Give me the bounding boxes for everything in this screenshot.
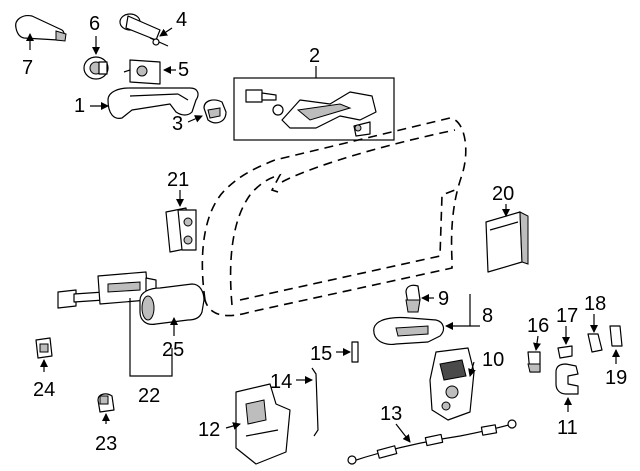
callout-18: 18 xyxy=(584,293,606,315)
part-11-striker xyxy=(555,363,579,395)
callout-labels: 7 6 4 5 1 3 2 21 20 9 8 10 15 14 12 13 1… xyxy=(22,9,627,455)
callout-1: 1 xyxy=(74,95,85,117)
callout-17: 17 xyxy=(556,305,578,327)
part-12-housing xyxy=(235,383,291,465)
part-13-cable xyxy=(347,419,517,465)
part-6-lock-cylinder-knob xyxy=(83,56,109,80)
callout-22: 22 xyxy=(138,385,160,407)
callout-13: 13 xyxy=(380,403,402,425)
part-3-end-cap xyxy=(203,99,227,124)
callout-23: 23 xyxy=(95,433,117,455)
part-7-key-fob xyxy=(15,15,67,42)
callout-21: 21 xyxy=(167,169,189,191)
callout-25: 25 xyxy=(162,339,184,361)
part-25-check-cover xyxy=(139,283,205,325)
part-14-rod xyxy=(311,367,319,437)
leader-lines xyxy=(26,27,620,443)
part-16-bracket xyxy=(527,351,541,373)
callout-12: 12 xyxy=(198,419,220,441)
part-5-bracket xyxy=(123,59,161,85)
callout-16: 16 xyxy=(527,315,549,337)
callout-5: 5 xyxy=(178,59,189,81)
part-23-bump-stop xyxy=(97,393,115,413)
callout-24: 24 xyxy=(33,379,55,401)
part-1-outside-handle xyxy=(107,87,199,119)
callout-19: 19 xyxy=(605,367,627,389)
part-4-lock-cylinder xyxy=(119,13,169,47)
callout-4: 4 xyxy=(176,9,187,31)
part-9-switch xyxy=(405,284,421,313)
part-22-door-check xyxy=(57,271,157,309)
callout-10: 10 xyxy=(482,349,504,371)
callout-20: 20 xyxy=(492,183,514,205)
part-10-door-lock xyxy=(429,347,475,421)
callout-6: 6 xyxy=(89,13,100,35)
callout-7: 7 xyxy=(22,57,33,79)
part-24-bracket xyxy=(35,337,53,359)
callout-14: 14 xyxy=(270,371,292,393)
part-17-clip xyxy=(557,345,573,359)
callout-9: 9 xyxy=(438,288,449,310)
part-15-clip xyxy=(351,341,359,363)
callout-15: 15 xyxy=(310,343,332,365)
part-20-control-module xyxy=(485,211,529,273)
callout-11: 11 xyxy=(557,417,578,439)
part-21-hinge xyxy=(165,207,197,253)
part-2-handle-carrier-box xyxy=(233,77,395,141)
part-19-plate xyxy=(609,325,623,347)
part-18-lever xyxy=(587,333,603,353)
door-outline xyxy=(201,117,467,317)
callout-3: 3 xyxy=(172,113,183,135)
callout-2: 2 xyxy=(309,45,320,67)
part-8-inside-handle xyxy=(373,316,445,345)
callout-8: 8 xyxy=(482,305,493,327)
